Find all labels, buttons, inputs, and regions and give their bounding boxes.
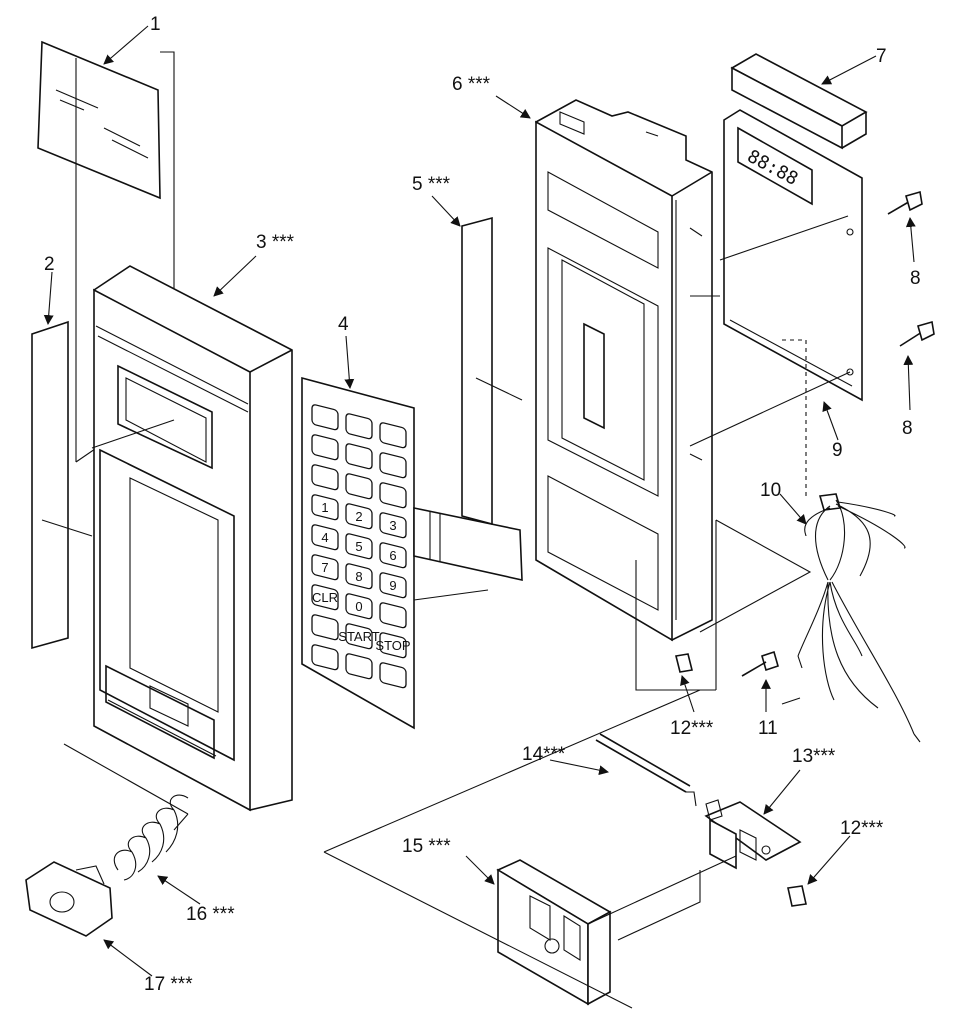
part-8-screw-lower (899, 320, 935, 347)
keypad-key (345, 653, 373, 680)
callout-11: 11 (758, 718, 778, 739)
part-17-button (25, 861, 113, 937)
part-6-control-housing (535, 99, 812, 691)
keypad-key-label: CLR (312, 590, 338, 605)
keypad-key (379, 602, 407, 629)
callout-15: 15 *** (402, 836, 451, 857)
part-3-control-panel-frame (63, 265, 293, 831)
keypad-key (345, 623, 373, 650)
part-13-switch-bracket (704, 799, 802, 870)
callout-17: 17 *** (144, 974, 193, 995)
keypad-key (345, 563, 373, 590)
keypad-key-label: 4 (321, 530, 328, 545)
keypad-key (379, 662, 407, 689)
keypad-key (379, 542, 407, 569)
part-10-wire-harness (781, 493, 921, 743)
keypad-key (311, 464, 339, 491)
keypad-key (311, 584, 339, 611)
callout-8-upper: 8 (910, 268, 921, 289)
callout-14: 14*** (522, 744, 566, 765)
part-8-screw-upper (887, 190, 923, 215)
keypad-key-label: 9 (389, 578, 396, 593)
keypad-key-label: 0 (355, 599, 362, 614)
keypad-key (345, 533, 373, 560)
callout-12-lower: 12*** (840, 818, 884, 839)
keypad-key-label: STOP (375, 638, 410, 653)
callout-10: 10 (760, 480, 781, 501)
keypad-key (345, 503, 373, 530)
keypad-key-label: 2 (355, 509, 362, 524)
callout-1: 1 (150, 14, 161, 35)
keypad-key (311, 554, 339, 581)
part-12-screw-upper (675, 653, 693, 673)
keypad-key-label: START (338, 629, 379, 644)
callout-6: 6 *** (452, 74, 491, 95)
callout-3: 3 *** (256, 232, 295, 253)
callout-9: 9 (832, 440, 843, 461)
part-12-screw-lower (787, 885, 807, 907)
part-15-latch-housing (323, 689, 737, 1009)
keypad-key-label: 5 (355, 539, 362, 554)
keypad-key (311, 494, 339, 521)
part-7-foam-block (730, 53, 868, 150)
keypad-key (379, 632, 407, 659)
keypad-key (345, 413, 373, 440)
part-2-side-strip (31, 320, 93, 650)
keypad-key-label: 8 (355, 569, 362, 584)
keypad-key (311, 434, 339, 461)
part-14-pin (595, 733, 697, 807)
keypad-key (379, 452, 407, 479)
part-11-screw (741, 650, 779, 677)
part-5-gasket-strip (461, 216, 523, 526)
keypad-key-label: 7 (321, 560, 328, 575)
keypad-key-label: 1 (321, 500, 328, 515)
callout-12-upper: 12*** (670, 718, 714, 739)
callout-7: 7 (876, 46, 887, 67)
callout-5: 5 *** (412, 174, 451, 195)
keypad-key (311, 524, 339, 551)
keypad-key (311, 404, 339, 431)
leader-arrows (43, 25, 916, 977)
keypad-key-label: 6 (389, 548, 396, 563)
part-9-circuit-board: 88:88 (689, 109, 863, 496)
callout-8-lower: 8 (902, 418, 913, 439)
keypad-key (311, 644, 339, 671)
keypad-key (379, 482, 407, 509)
keypad-key (379, 512, 407, 539)
keypad-key (379, 422, 407, 449)
keypad-key (311, 614, 339, 641)
part-16-spring (113, 794, 189, 881)
callout-16: 16 *** (186, 904, 235, 925)
keypad-key-label: 3 (389, 518, 396, 533)
keypad-key (345, 473, 373, 500)
callout-4: 4 (338, 314, 349, 335)
keypad-key (345, 593, 373, 620)
keypad-key (345, 443, 373, 470)
callout-2: 2 (44, 254, 55, 275)
part-4-membrane-keypad (301, 376, 523, 730)
callout-labels: 1 2 3 *** 4 5 *** 6 *** 7 8 8 9 10 11 12… (44, 14, 921, 995)
keypad-key (379, 572, 407, 599)
callout-13: 13*** (792, 746, 836, 767)
